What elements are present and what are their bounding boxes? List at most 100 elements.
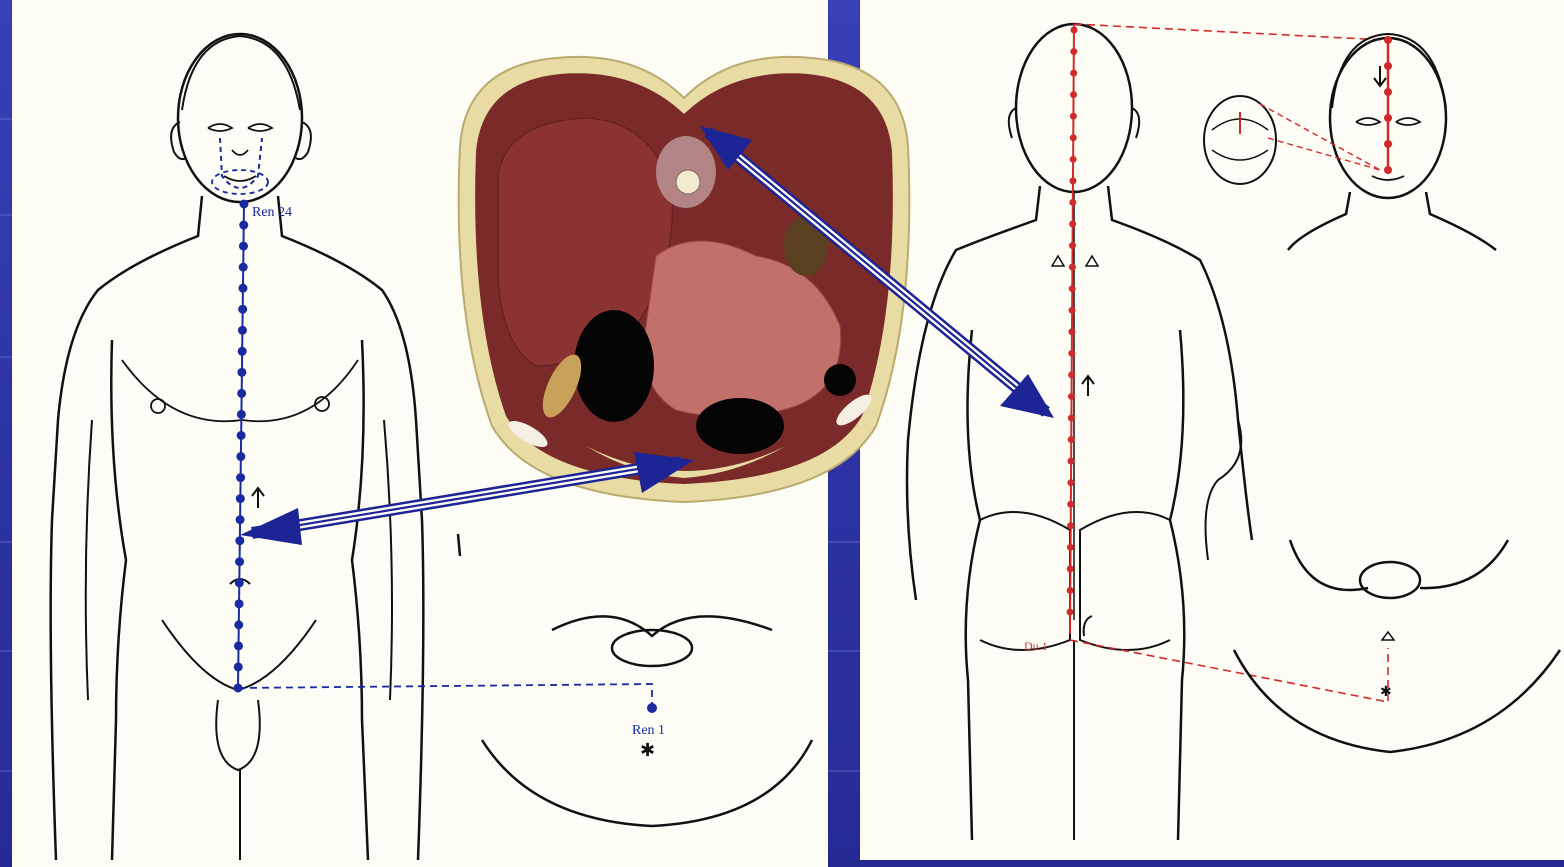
ren-channel-line bbox=[238, 204, 244, 688]
acupoint-dot bbox=[1068, 458, 1075, 465]
back-figure-drawing: Du 1 ✱ bbox=[860, 0, 1564, 860]
abdominal-cross-section bbox=[436, 26, 932, 526]
acupoint-dot bbox=[1067, 522, 1074, 529]
acupoint-dot bbox=[1069, 242, 1076, 249]
acupoint-dot bbox=[1071, 27, 1078, 34]
back-shoulder-right bbox=[1108, 186, 1252, 540]
acupoint-dot bbox=[238, 326, 247, 335]
ren-direction-arrow bbox=[252, 488, 264, 508]
acupoint-dot bbox=[1068, 371, 1075, 378]
front-neck bbox=[52, 196, 202, 520]
acupoint-dot bbox=[1384, 166, 1392, 174]
face-mouth bbox=[1372, 176, 1404, 180]
face-neck-right bbox=[1426, 192, 1496, 250]
du-direction-arrow bbox=[1082, 376, 1094, 396]
front-hair-line bbox=[182, 36, 300, 110]
front-right-ear bbox=[296, 122, 311, 159]
front-left-arm bbox=[51, 520, 56, 860]
front-left-eye bbox=[208, 124, 232, 131]
acupoint-dot bbox=[239, 242, 248, 251]
acupoint-dot bbox=[1069, 307, 1076, 314]
acupoint-dot bbox=[235, 578, 244, 587]
acupoint-dot bbox=[237, 368, 246, 377]
back-perineum-thigh-left bbox=[1290, 540, 1368, 590]
back-perineum-genitals bbox=[1360, 562, 1420, 598]
acupoint-dot bbox=[238, 305, 247, 314]
cross-section-colon-center bbox=[696, 398, 784, 454]
front-right-eye bbox=[248, 124, 272, 131]
acupoint-dot bbox=[236, 473, 245, 482]
acupoint-dot bbox=[237, 410, 246, 419]
back-perineum-thigh-right bbox=[1420, 540, 1508, 588]
front-left-nipple bbox=[151, 399, 165, 413]
acupoint-dot bbox=[1384, 62, 1392, 70]
du-c7-triangle-left bbox=[1052, 256, 1064, 266]
front-mouth bbox=[224, 176, 256, 181]
face-left-eye bbox=[1356, 118, 1380, 125]
ren-1-point bbox=[647, 703, 657, 713]
cross-section-vertebra bbox=[676, 170, 700, 194]
acupoint-dot bbox=[1069, 177, 1076, 184]
du-face-link bbox=[1074, 24, 1384, 40]
acupoint-dot bbox=[239, 221, 248, 230]
front-torso-left bbox=[111, 340, 126, 860]
acupoint-dot bbox=[238, 284, 247, 293]
back-torso-right bbox=[1170, 330, 1184, 840]
acupoint-dot bbox=[240, 200, 249, 209]
face-right-eye bbox=[1396, 118, 1420, 125]
front-torso-right bbox=[352, 340, 368, 860]
acupoint-dot bbox=[1067, 587, 1074, 594]
acupoint-dot bbox=[1068, 436, 1075, 443]
acupoint-dot bbox=[1070, 134, 1077, 141]
ren-perineum-link bbox=[238, 684, 652, 706]
back-view-panel: Du 1 ✱ bbox=[860, 0, 1564, 860]
mouth-face-link bbox=[1260, 104, 1380, 170]
du-c7-triangle-right bbox=[1086, 256, 1098, 266]
back-buttock-right bbox=[1080, 512, 1170, 650]
acupoint-dot bbox=[1070, 113, 1077, 120]
front-genitals bbox=[216, 700, 260, 770]
acupoint-dot bbox=[1067, 609, 1074, 616]
acupoint-dot bbox=[1068, 350, 1075, 357]
acupoint-dot bbox=[1069, 285, 1076, 292]
acupoint-dot bbox=[1069, 264, 1076, 271]
cross-section-colon-left bbox=[574, 310, 654, 422]
acupoint-dot bbox=[239, 263, 248, 272]
acupoint-dot bbox=[1384, 140, 1392, 148]
acupoint-dot bbox=[235, 599, 244, 608]
acupoint-dot bbox=[236, 494, 245, 503]
acupoint-dot bbox=[1070, 91, 1077, 98]
acupoint-dot bbox=[234, 620, 243, 629]
du-sacral-arrow bbox=[1084, 616, 1092, 636]
acupoint-dot bbox=[235, 557, 244, 566]
acupoint-dot bbox=[234, 641, 243, 650]
du-1-label: Du 1 bbox=[1024, 639, 1048, 653]
acupoint-dot bbox=[238, 347, 247, 356]
cross-section-stomach bbox=[784, 216, 828, 276]
acupoint-dot bbox=[234, 662, 243, 671]
acupoint-dot bbox=[1067, 565, 1074, 572]
acupoint-dot bbox=[1068, 415, 1075, 422]
back-perineum-lower bbox=[1234, 650, 1560, 752]
perineum-upper-curve bbox=[552, 616, 772, 636]
cross-section-panel bbox=[436, 26, 932, 526]
back-arm-right bbox=[1206, 420, 1242, 560]
mouth-diagram-outline bbox=[1204, 96, 1276, 184]
acupoint-dot bbox=[1384, 36, 1392, 44]
back-torso-left bbox=[966, 330, 980, 840]
face-neck bbox=[1288, 192, 1350, 250]
front-right-arm-inner bbox=[384, 420, 392, 700]
acupoint-dot bbox=[1070, 48, 1077, 55]
acupoint-dot bbox=[1069, 199, 1076, 206]
face-direction-arrow bbox=[1374, 66, 1386, 86]
acupoint-dot bbox=[1068, 328, 1075, 335]
acupoint-dot bbox=[1067, 501, 1074, 508]
perineum-tick bbox=[458, 534, 460, 556]
acupoint-dot bbox=[1070, 70, 1077, 77]
acupoint-dot bbox=[1384, 114, 1392, 122]
back-buttock-left bbox=[980, 512, 1070, 650]
ren-1-label: Ren 1 bbox=[632, 723, 665, 738]
acupoint-dot bbox=[235, 536, 244, 545]
cross-section-gut-small bbox=[824, 364, 856, 396]
acupoint-dot bbox=[1070, 156, 1077, 163]
